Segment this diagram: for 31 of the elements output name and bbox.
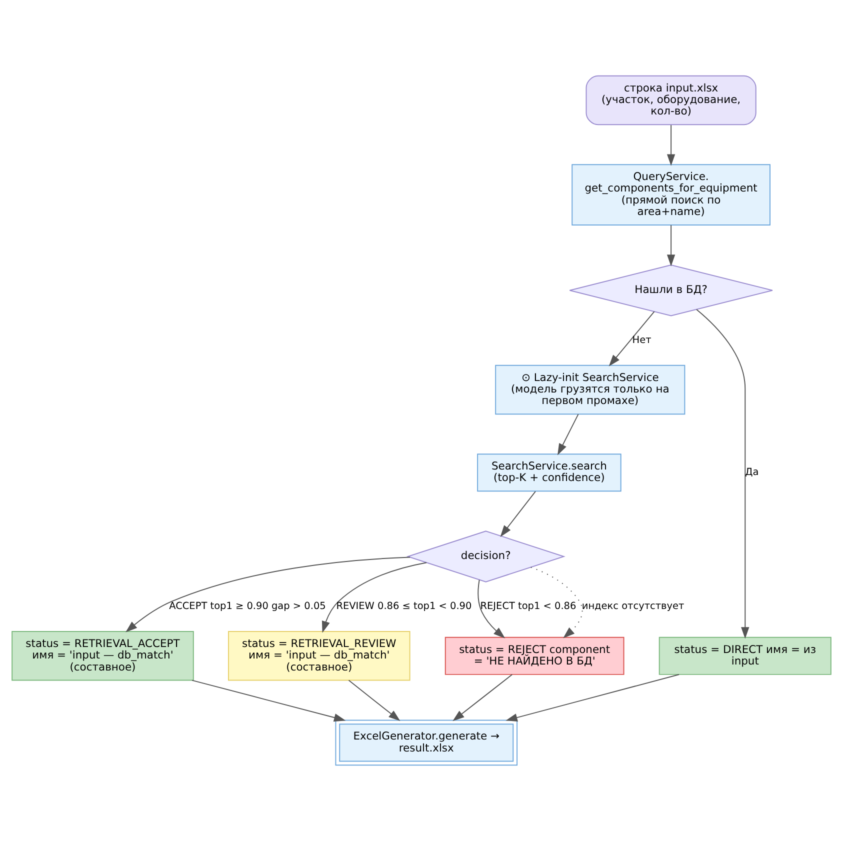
edge-label: Да [745,467,759,478]
arrow [506,674,680,722]
node-diamond: decision? [406,530,566,582]
arrow [608,311,655,366]
edge-label: REVIEW 0.86 ≤ top1 < 0.90 [336,601,472,612]
edge-label: индекс отсутствует [582,601,684,612]
arrow [557,414,579,456]
arrow [530,566,583,638]
node-box: status = RETRIEVAL_REVIEW имя = 'input — db_match' (составное) [228,631,410,681]
node-box: status = DIRECT имя = из input [658,636,832,675]
edge-label: REJECT top1 < 0.86 [480,601,576,612]
arrow [192,680,346,722]
node-box: SearchService.search (top-K + confidence) [477,454,622,492]
node-box: строка input.xlsx (участок, оборудование, кол-во) [586,75,756,126]
edge-label: ACCEPT top1 ≥ 0.90 gap > 0.05 [169,601,326,612]
node-box: ExcelGenerator.generate → result.xlsx [335,720,518,766]
arrow [478,579,506,638]
arrow [322,562,428,633]
node-box: status = REJECT component = 'НЕ НАЙДЕНО В БД' [444,636,624,675]
node-box: status = RETRIEVAL_ACCEPT имя = 'input — db_match' (составное) [12,631,194,681]
node-box: ⊙ Lazy-init SearchService (модель грузятся только на первом промахе) [495,364,686,415]
arrow [666,124,676,166]
arrow [452,674,513,722]
arrow [696,309,750,639]
arrow [126,556,411,632]
edge-label: Нет [632,335,652,346]
node-box: QueryService. get_components_for_equipment (прямой поиск по area+name) [572,164,770,226]
arrow [348,680,400,722]
arrow [666,224,676,266]
arrow [500,490,536,537]
node-diamond: Нашли в БД? [569,264,773,316]
